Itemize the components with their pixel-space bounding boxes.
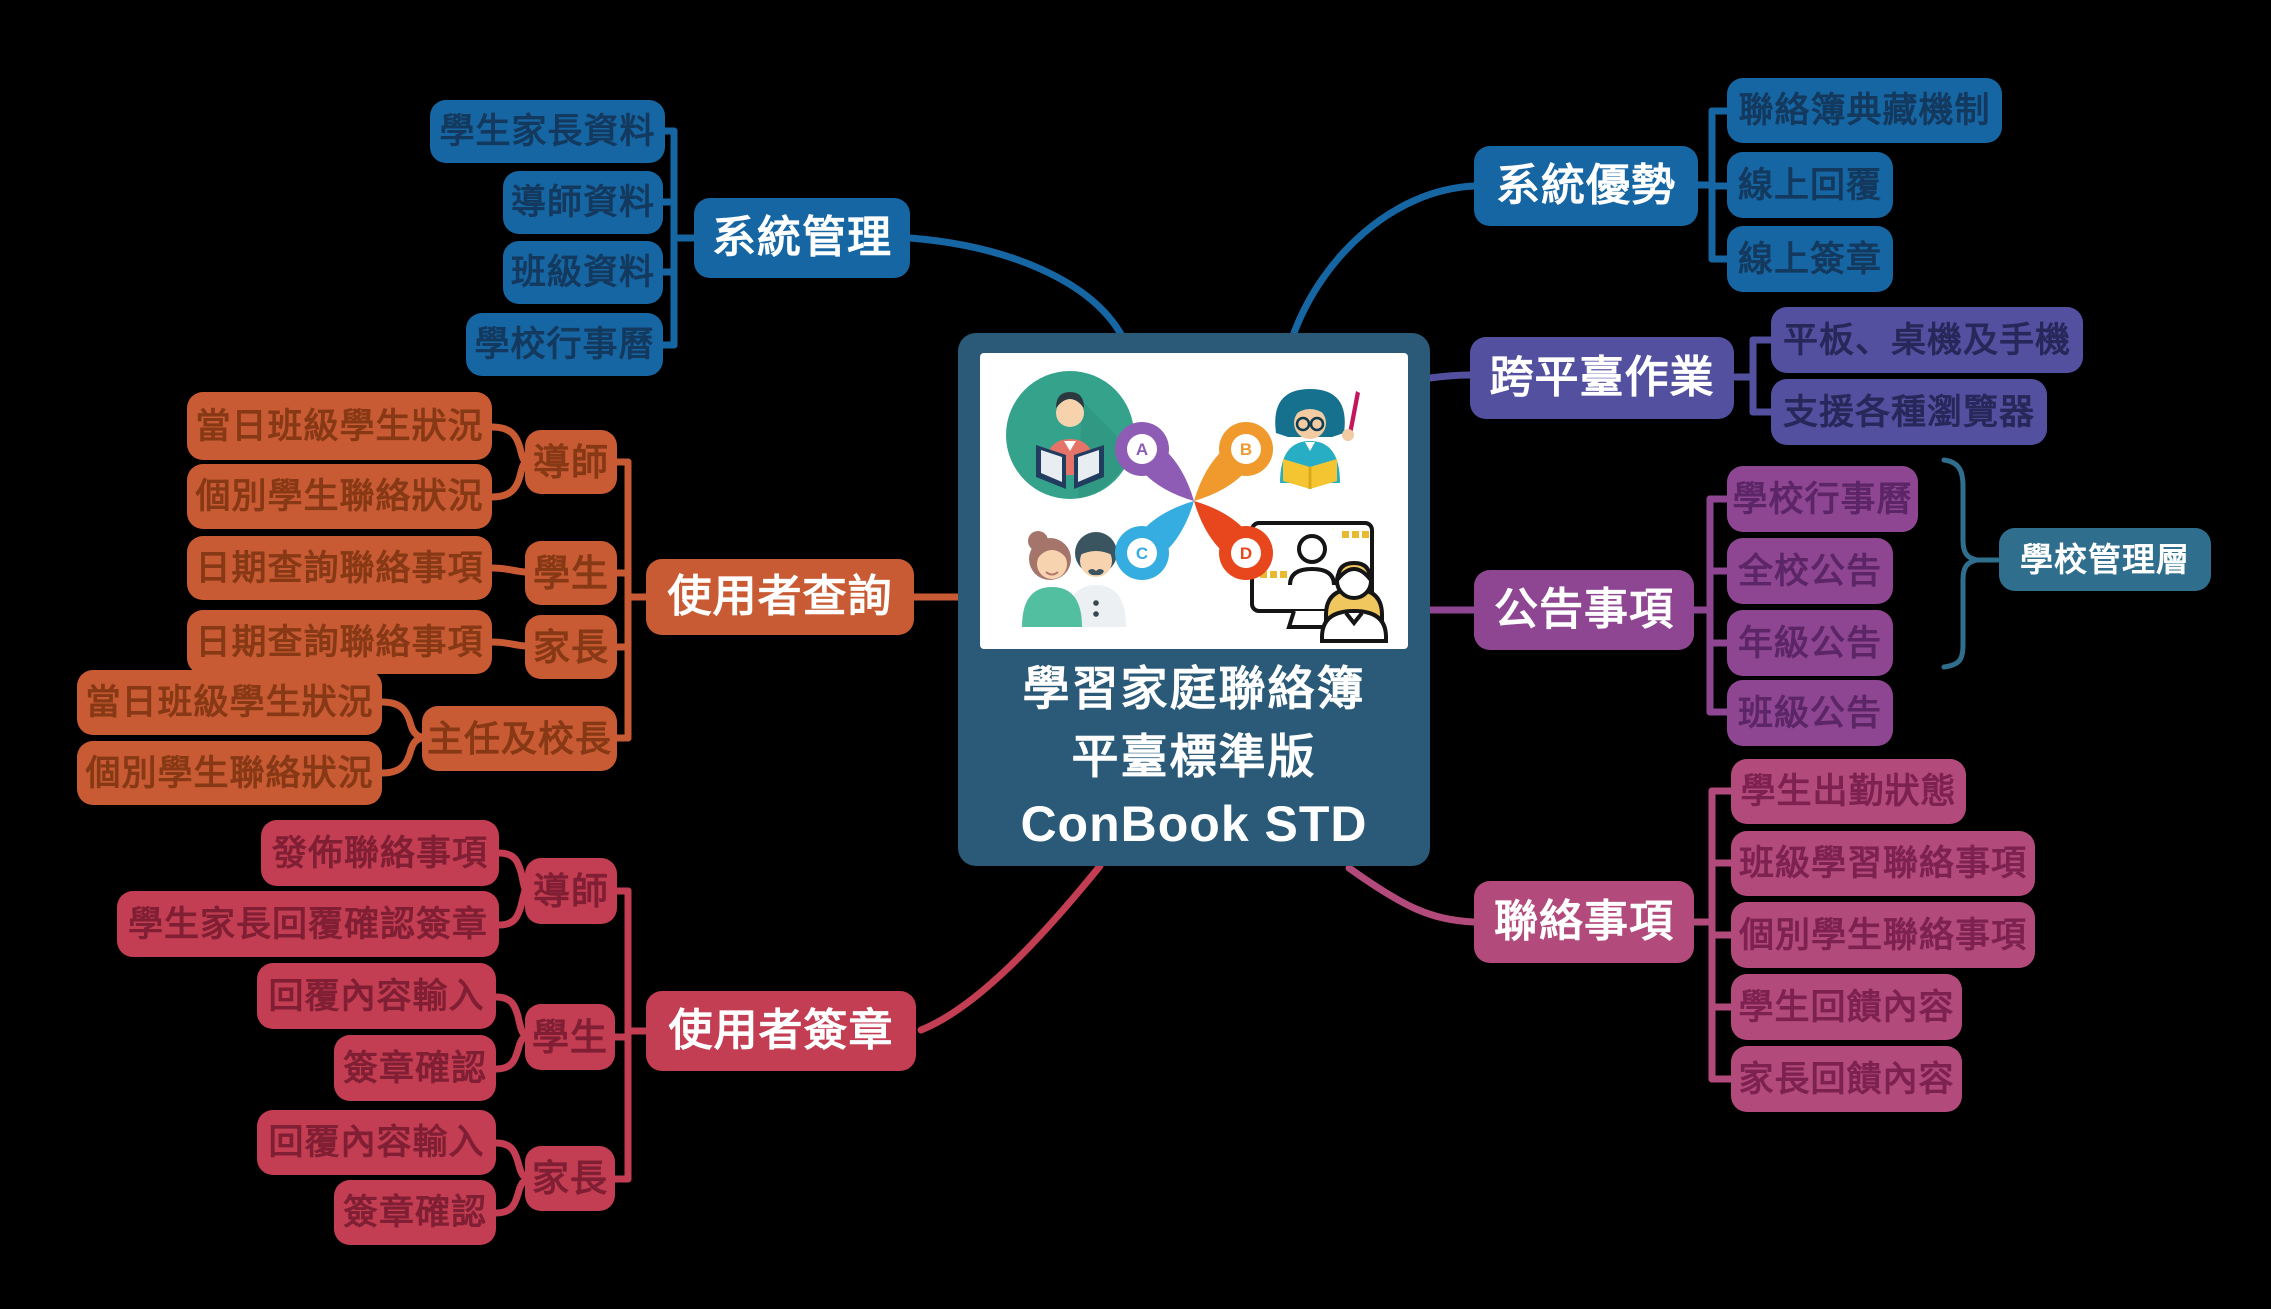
- edges-user-query: [378, 423, 962, 777]
- center-title: 學習家庭聯絡簿 平臺標準版 ConBook STD: [958, 655, 1430, 859]
- leaf-sign-reply-input-parent: 回覆內容輸入: [257, 1110, 496, 1175]
- leaf-sign-confirm-student: 簽章確認: [334, 1035, 496, 1101]
- role-sign-student: 學生: [525, 1004, 615, 1070]
- role-query-parent: 家長: [525, 615, 617, 679]
- leaf-individual-student-contact: 個別學生聯絡事項: [1731, 902, 2035, 968]
- topic-system-admin: 系統管理: [694, 198, 910, 278]
- edges-cross-platform: [1426, 336, 1775, 416]
- leaf-student-parent-data: 學生家長資料: [430, 100, 665, 163]
- role-query-teacher: 導師: [525, 430, 617, 494]
- edges-system-strength: [1290, 107, 1731, 337]
- leaf-browser-support: 支援各種瀏覽器: [1771, 379, 2047, 445]
- edges-announcements: [1426, 495, 1731, 716]
- topic-announcements: 公告事項: [1474, 570, 1694, 650]
- brace-school-management: [1941, 457, 2002, 670]
- video-call-icon: [1250, 521, 1388, 643]
- topic-system-strength: 系統優勢: [1474, 146, 1698, 226]
- pinwheel-letter-b: B: [1240, 440, 1252, 459]
- leaf-class-announcement: 班級公告: [1727, 680, 1893, 746]
- center-node: A B C D 學習家庭聯絡簿 平臺標準版 ConBook STD: [958, 333, 1430, 866]
- leaf-online-signature: 線上簽章: [1727, 226, 1893, 292]
- topic-contact-items: 聯絡事項: [1474, 881, 1694, 963]
- leaf-tablet-desktop-mobile: 平板、桌機及手機: [1771, 307, 2083, 373]
- leaf-online-reply: 線上回覆: [1727, 152, 1893, 218]
- topic-user-sign: 使用者簽章: [646, 991, 916, 1071]
- pinwheel-letter-c: C: [1136, 544, 1148, 563]
- leaf-query-individual-contact-1: 個別學生聯絡狀況: [187, 464, 492, 529]
- leaf-class-data: 班級資料: [503, 241, 663, 304]
- role-sign-teacher: 導師: [525, 858, 617, 924]
- leaf-grade-announcement: 年級公告: [1727, 610, 1893, 676]
- edges-user-sign: [492, 849, 1104, 1217]
- leaf-parent-feedback: 家長回饋內容: [1731, 1046, 1962, 1112]
- pinwheel-icon: A B C D: [1115, 422, 1273, 580]
- leaf-query-date-contact-student: 日期查詢聯絡事項: [187, 536, 492, 600]
- leaf-student-attendance: 學生出勤狀態: [1731, 759, 1966, 824]
- leaf-school-announcement: 全校公告: [1727, 538, 1893, 604]
- node-school-management: 學校管理層: [1999, 528, 2211, 591]
- edges-contact-items: [1345, 787, 1735, 1083]
- leaf-query-date-contact-parent: 日期查詢聯絡事項: [187, 610, 492, 674]
- leaf-class-learning-contact: 班級學習聯絡事項: [1731, 831, 2035, 896]
- role-query-director-principal: 主任及校長: [422, 706, 617, 771]
- center-illustration: A B C D: [980, 353, 1408, 649]
- leaf-sign-reply-input-student: 回覆內容輸入: [257, 963, 496, 1029]
- topic-cross-platform: 跨平臺作業: [1470, 337, 1734, 419]
- leaf-query-daily-class-status-1: 當日班級學生狀況: [187, 392, 492, 460]
- parents-icon: [1022, 531, 1126, 627]
- center-title-line3: ConBook STD: [1020, 796, 1368, 853]
- edges-system-admin: [657, 127, 1126, 349]
- leaf-school-calendar: 學校行事曆: [1727, 466, 1918, 532]
- leaf-student-feedback: 學生回饋內容: [1731, 974, 1962, 1040]
- leaf-school-calendar-admin: 學校行事曆: [466, 313, 663, 376]
- leaf-query-individual-contact-2: 個別學生聯絡狀況: [77, 741, 382, 805]
- leaf-sign-publish-contact: 發佈聯絡事項: [261, 820, 499, 886]
- leaf-notebook-archive: 聯絡簿典藏機制: [1727, 78, 2002, 143]
- pinwheel-letter-d: D: [1240, 544, 1252, 563]
- leaf-query-daily-class-status-2: 當日班級學生狀況: [77, 670, 382, 735]
- leaf-sign-confirm-parent: 簽章確認: [334, 1180, 496, 1245]
- role-sign-parent: 家長: [525, 1146, 615, 1211]
- leaf-sign-parent-confirm: 學生家長回覆確認簽章: [117, 891, 499, 957]
- topic-user-query: 使用者查詢: [646, 559, 914, 635]
- teacher-icon: [1275, 389, 1360, 489]
- center-title-line2: 平臺標準版: [1071, 730, 1317, 784]
- role-query-student: 學生: [525, 541, 617, 605]
- reader-icon: [1006, 371, 1134, 499]
- pinwheel-letter-a: A: [1136, 440, 1148, 459]
- center-title-line1: 學習家庭聯絡簿: [1022, 662, 1366, 715]
- leaf-teacher-data: 導師資料: [503, 171, 663, 234]
